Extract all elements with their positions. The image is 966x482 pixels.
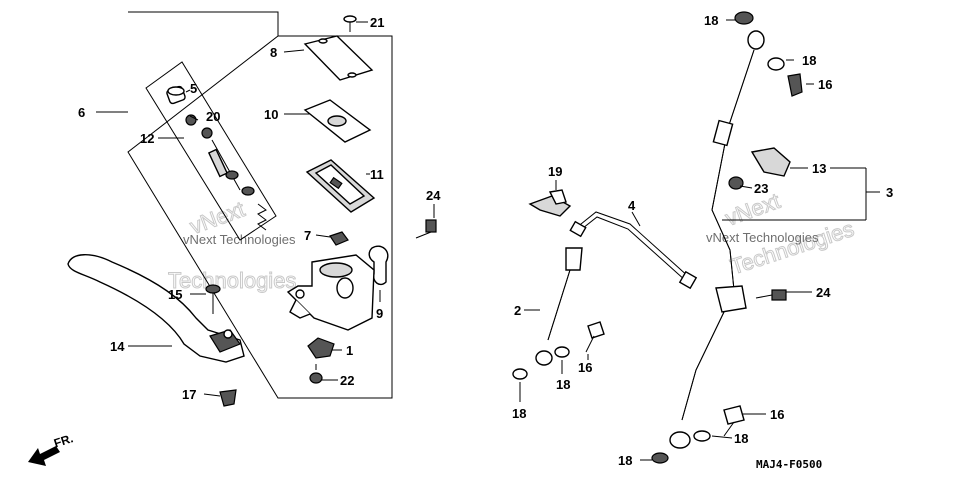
figure-code: MAJ4-F0500 — [756, 458, 822, 471]
leader-lines — [96, 19, 880, 461]
callout-18: 18 — [704, 13, 718, 28]
callout-20: 20 — [206, 109, 220, 124]
callout-22: 22 — [340, 373, 354, 388]
callout-2: 2 — [514, 303, 521, 318]
callout-1: 1 — [346, 343, 353, 358]
callout-10: 10 — [264, 107, 278, 122]
callout-19: 19 — [548, 164, 562, 179]
direction-label: FR. — [52, 431, 75, 450]
callout-16: 16 — [578, 360, 592, 375]
callout-18: 18 — [556, 377, 570, 392]
callout-18: 18 — [618, 453, 632, 468]
callout-24: 24 — [426, 188, 441, 203]
callout-15: 15 — [168, 287, 182, 302]
callout-23: 23 — [754, 181, 768, 196]
assembly-outline — [127, 11, 393, 399]
watermark-text: vNext Technologies — [706, 230, 819, 245]
callout-14: 14 — [110, 339, 125, 354]
master-cylinder-body — [286, 254, 375, 331]
callout-16: 16 — [818, 77, 832, 92]
callout-7: 7 — [304, 228, 311, 243]
callout-5: 5 — [190, 81, 197, 96]
watermark-text: Technologies — [727, 216, 857, 279]
callout-18: 18 — [512, 406, 526, 421]
watermark: Technologies vNext vNext Technologies Te… — [168, 188, 858, 294]
callout-3: 3 — [886, 185, 893, 200]
callout-8: 8 — [270, 45, 277, 60]
arrow-icon — [28, 446, 60, 466]
callout-9: 9 — [376, 306, 383, 321]
brake-pipe — [569, 211, 698, 290]
callout-13: 13 — [812, 161, 826, 176]
callout-11: 11 — [370, 167, 384, 182]
diaphragm — [305, 159, 376, 213]
banjo-bolt-middle — [585, 321, 605, 353]
callout-18: 18 — [734, 431, 748, 446]
callout-16: 16 — [770, 407, 784, 422]
callout-21: 21 — [370, 15, 384, 30]
hose-clamp — [728, 147, 791, 190]
lower-hose-short — [512, 247, 583, 380]
front-direction-arrow: FR. — [28, 431, 75, 466]
piston-kit — [166, 85, 267, 231]
bolt-24-right — [755, 289, 787, 301]
diaphragm-plate — [303, 99, 372, 143]
brake-hose-main — [651, 11, 803, 464]
pipe-clamp — [528, 189, 572, 217]
brake-lever — [67, 254, 245, 363]
callout-6: 6 — [78, 105, 85, 120]
reservoir-cap — [303, 35, 374, 81]
callout-17: 17 — [182, 387, 196, 402]
callout-4: 4 — [628, 198, 636, 213]
callout-labels: 21 8 5 6 10 20 12 11 24 7 15 9 14 1 22 1… — [78, 13, 893, 468]
watermark-text: vNext — [722, 188, 783, 231]
screw-21 — [343, 15, 357, 32]
callout-24: 24 — [816, 285, 831, 300]
watermark-text: Technologies — [168, 268, 296, 293]
callout-18: 18 — [802, 53, 816, 68]
callout-12: 12 — [140, 131, 154, 146]
screw-22 — [309, 364, 323, 384]
bolt-24-left — [415, 219, 437, 239]
pivot-nut-17 — [219, 389, 237, 407]
pivot-bolt — [205, 284, 221, 314]
pivot-nut — [329, 231, 349, 246]
piston-kit-outline — [145, 61, 277, 241]
brake-switch — [307, 337, 335, 359]
